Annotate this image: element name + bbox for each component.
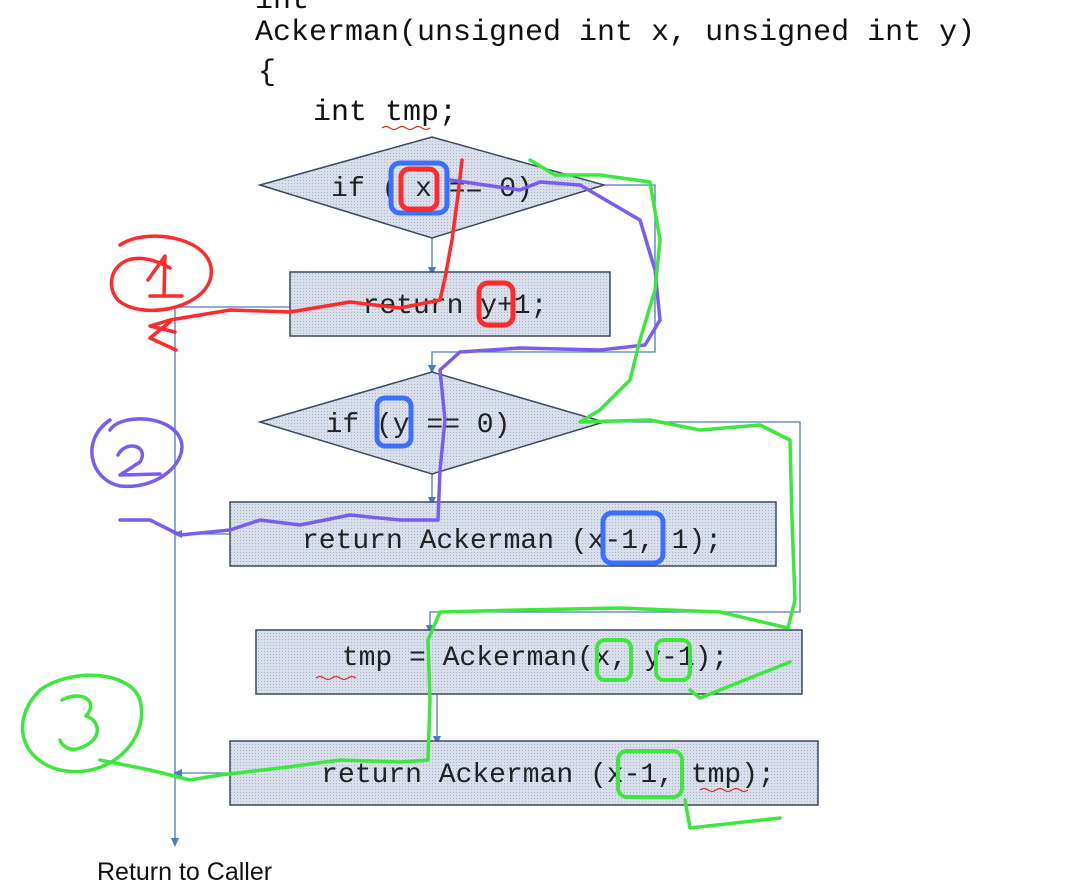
case2-circle [90,417,184,489]
spellcheck-underline [699,787,749,793]
highlight-y-green [654,638,692,682]
highlight-x-minus-1-blue [600,510,666,566]
tmp-declaration: int tmp; [313,96,457,130]
handwritten-annotations [20,158,797,830]
case3-path [98,158,797,782]
assign-tmp-box: tmp = Ackerman(x, y-1); [255,629,803,695]
decision-y-zero-text: if (y == 0) [326,410,511,441]
decision-y-zero: if (y == 0) [257,371,607,475]
spellcheck-underline [381,125,431,131]
case3-tick-2 [683,798,782,830]
case2-path [118,178,662,537]
function-signature: Ackerman(unsigned int x, unsigned int y) [255,16,975,50]
flow-d2-false-to-assign [426,421,801,634]
code-top-partial: int [255,0,309,18]
return-ackerman-x-minus-1-one: return Ackerman (x-1, 1); [229,501,777,567]
case2-label: 2 [140,469,142,471]
highlight-boxes [374,160,692,799]
open-brace: { [258,56,276,90]
highlight-y-blue [374,395,414,449]
case3-digit-glyph [58,694,99,752]
return3-text: return Ackerman (x-1, tmp); [321,760,775,791]
case3-circle [20,673,144,774]
return-ackerman-x-minus-1-tmp: return Ackerman (x-1, tmp); [229,740,819,806]
case3-label: 3 [82,729,84,731]
case1-digit-glyph [146,254,184,298]
return-to-caller-label: Return to Caller [97,858,272,886]
spellcheck-underline [315,675,357,681]
case1-circle [109,234,214,313]
highlight-x-blue [388,160,450,216]
decision-x-zero: if ( x == 0) [257,136,607,239]
highlight-y-red [476,280,516,328]
highlight-x-green [595,638,633,682]
return2-text: return Ackerman (x-1, 1); [302,526,722,557]
case1-path [148,158,464,352]
highlight-x-minus-1-green [616,749,684,799]
return-y-plus-one: return y+1; [289,271,611,337]
assign-tmp-text: tmp = Ackerman(x, y-1); [342,643,728,674]
case3-tick-1 [688,660,792,700]
case2-digit-glyph [116,444,162,477]
case1-label: 1 [166,289,168,291]
decision-x-zero-text: if ( x == 0) [331,174,533,205]
highlight-x-red [398,166,440,212]
flow-d1-false-to-d2 [428,184,656,374]
